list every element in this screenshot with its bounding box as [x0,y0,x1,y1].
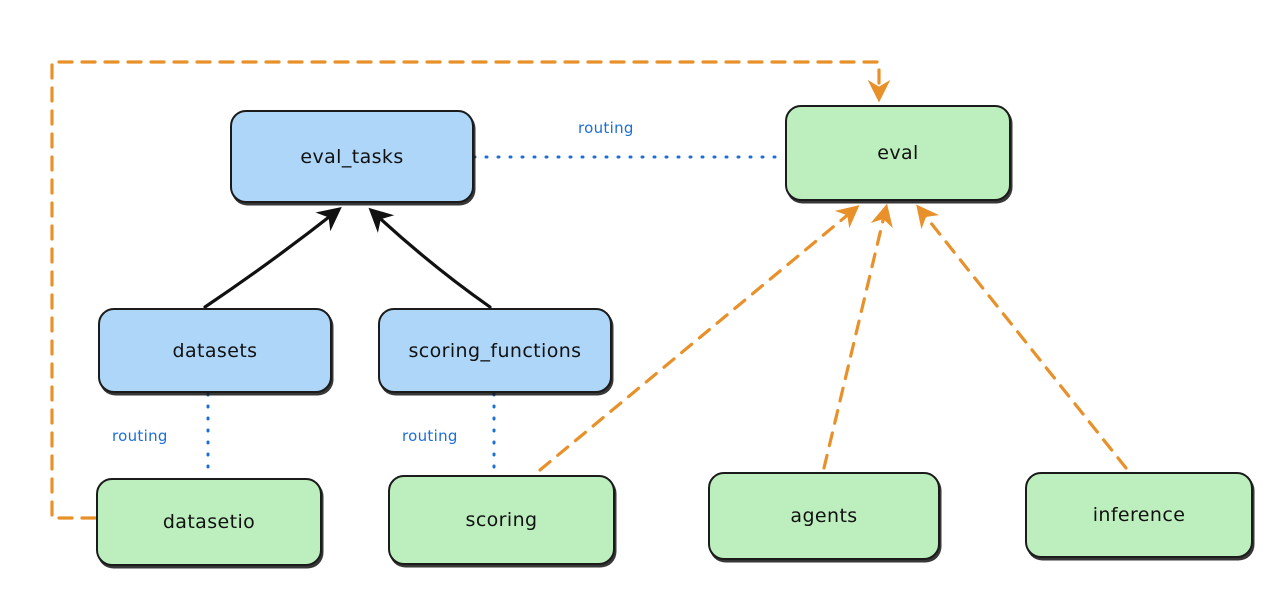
node-eval-tasks[interactable]: eval_tasks [230,110,474,203]
node-label: scoring_functions [408,339,582,362]
node-scoring-functions[interactable]: scoring_functions [378,308,612,393]
edge-label-routing-eval-tasks-eval: routing [578,119,634,137]
node-eval[interactable]: eval [785,105,1011,201]
node-datasetio[interactable]: datasetio [96,478,322,566]
edge-label-routing-scoring-functions-scoring: routing [402,427,458,445]
edge-datasets-to-eval-tasks [203,207,342,309]
node-label: datasets [172,339,258,362]
edge-label-routing-datasets-datasetio: routing [112,427,168,445]
node-label: inference [1092,504,1186,526]
node-label: eval [877,142,919,164]
node-label: eval_tasks [300,145,404,168]
edge-scoring-functions-to-eval-tasks [368,207,492,309]
edge-inference-to-eval [916,204,1128,470]
node-inference[interactable]: inference [1025,472,1253,558]
node-scoring[interactable]: scoring [388,475,615,565]
node-label: scoring [465,509,538,531]
node-datasets[interactable]: datasets [98,308,332,393]
node-label: datasetio [162,511,256,533]
node-label: agents [790,505,858,527]
node-agents[interactable]: agents [708,472,940,560]
edge-agents-to-eval [822,203,893,470]
